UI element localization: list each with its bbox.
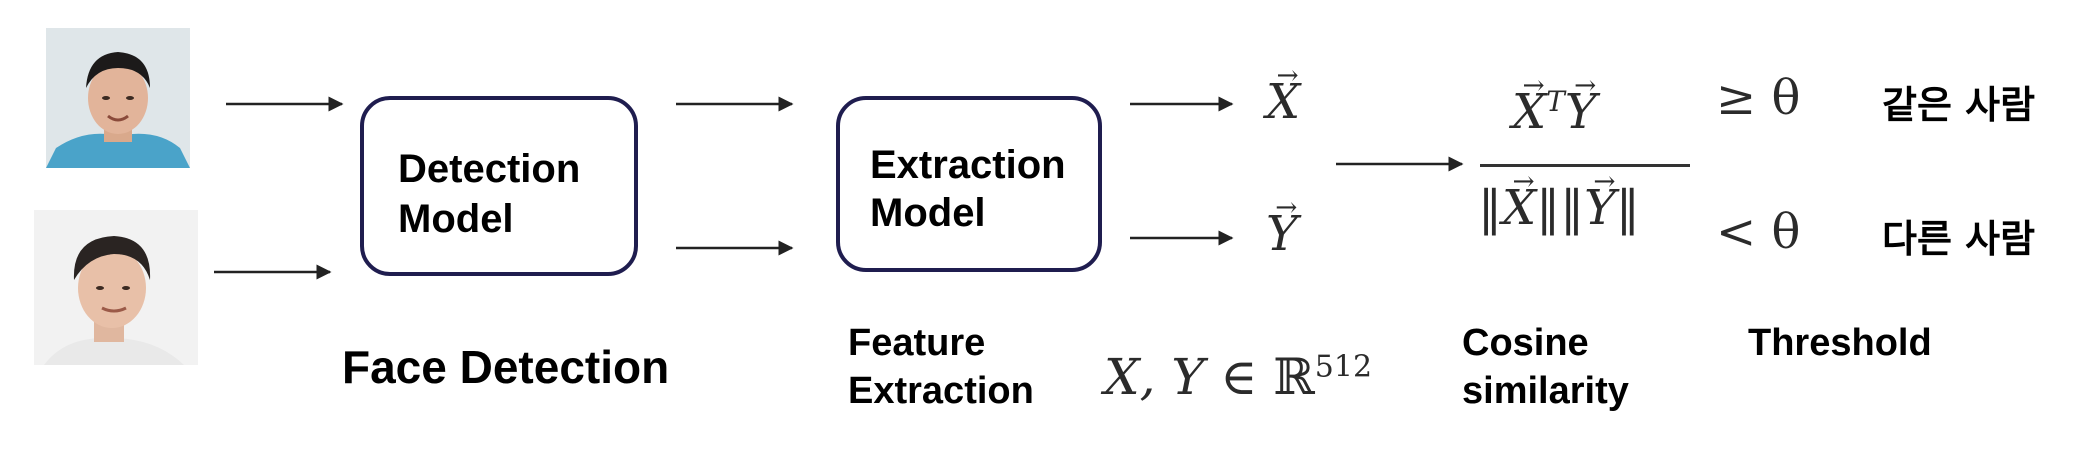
caption-cosine-line1: Cosine xyxy=(1462,322,1589,364)
ge-theta: ≥ θ xyxy=(1716,70,1801,126)
result-same-person: 같은 사람 xyxy=(1882,83,2036,127)
lt-theta: < θ xyxy=(1716,204,1801,260)
face-photo-top xyxy=(46,28,190,168)
detection-box-line2: Model xyxy=(398,197,514,241)
domain-expression: X, Y ∈ ℝ512 xyxy=(1104,348,1373,406)
cosine-denominator: ‖X‖‖Y‖ xyxy=(1478,180,1640,236)
face-photo-bottom xyxy=(34,210,198,365)
fraction-line xyxy=(1480,164,1690,167)
cosine-numerator: XTY xyxy=(1512,84,1597,140)
extraction-model-box: Extraction Model xyxy=(836,96,1102,272)
vector-y: Y xyxy=(1266,206,1298,262)
detection-model-box: Detection Model xyxy=(360,96,638,276)
vector-x: X xyxy=(1266,74,1300,130)
caption-threshold: Threshold xyxy=(1748,322,1932,364)
extraction-box-line2: Model xyxy=(870,191,986,235)
result-different-person: 다른 사람 xyxy=(1882,217,2036,261)
caption-face-detection: Face Detection xyxy=(342,341,670,393)
detection-box-line1: Detection xyxy=(398,147,581,191)
caption-feature-line2: Extraction xyxy=(848,370,1034,412)
extraction-box-line1: Extraction xyxy=(870,143,1066,187)
caption-feature-line1: Feature xyxy=(848,322,986,364)
caption-cosine-line2: similarity xyxy=(1462,370,1629,412)
